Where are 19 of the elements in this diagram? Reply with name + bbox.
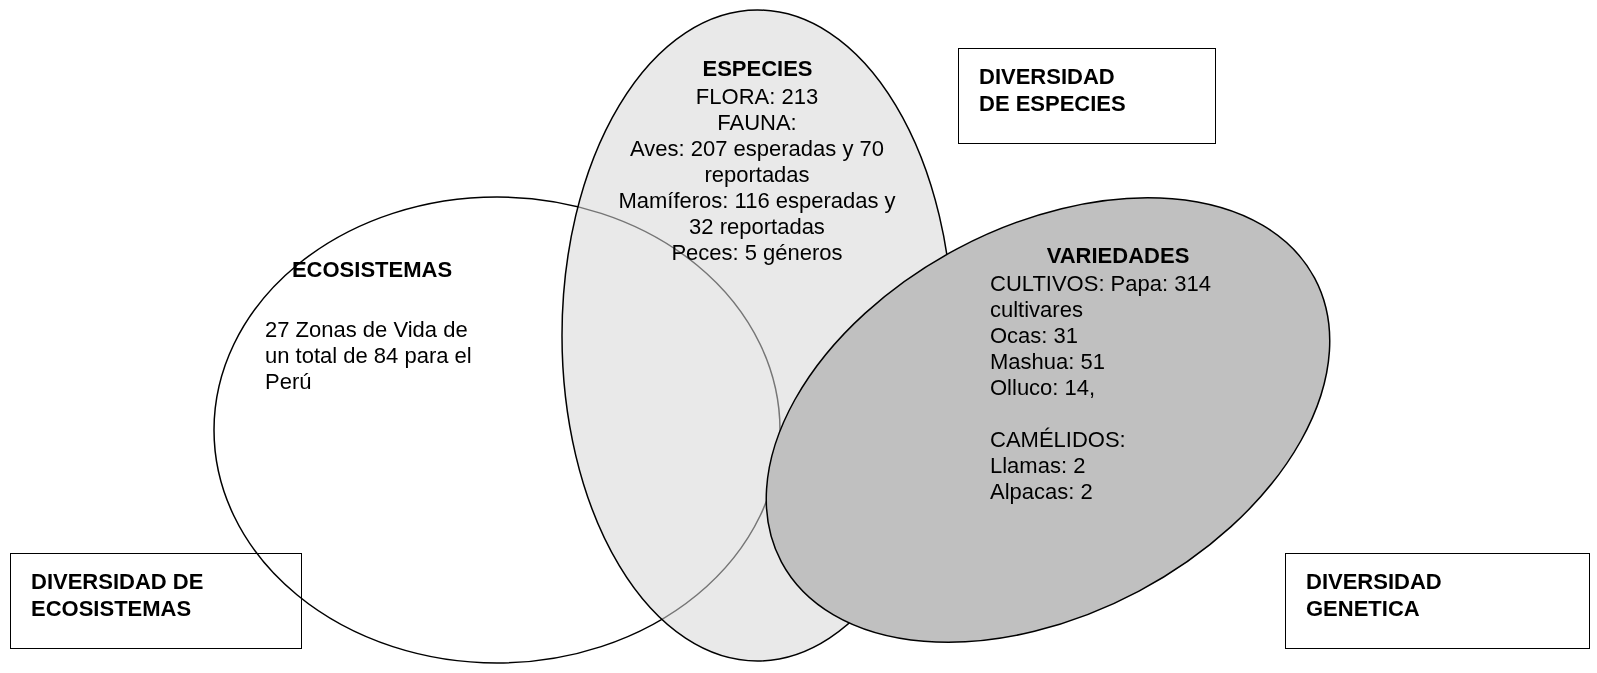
set-text: FAUNA: xyxy=(716,110,798,136)
set-heading: VARIEDADES xyxy=(1045,243,1191,269)
set-text: Mamíferos: 116 esperadas y 32 reportadas xyxy=(617,188,897,240)
set-text: 27 Zonas de Vida de un total de 84 para el Perú xyxy=(265,317,473,395)
set-heading: ESPECIES xyxy=(701,56,814,82)
set-heading: ECOSISTEMAS xyxy=(290,257,454,283)
category-label: DIVERSIDAD DE ESPECIES xyxy=(958,48,1216,144)
set-text: Ocas: 31 xyxy=(990,323,1080,349)
set-text: Llamas: 2 xyxy=(990,453,1087,479)
set-text: Peces: 5 géneros xyxy=(670,240,844,266)
set-text: Olluco: 14, xyxy=(990,375,1097,401)
set-text: CAMÉLIDOS: xyxy=(990,427,1127,453)
set-text: CULTIVOS: Papa: 314 cultivares xyxy=(990,271,1212,323)
set-text: Alpacas: 2 xyxy=(990,479,1094,505)
set-text: FLORA: 213 xyxy=(694,84,820,110)
category-label: DIVERSIDAD GENETICA xyxy=(1285,553,1590,649)
set-text: Aves: 207 esperadas y 70 reportadas xyxy=(629,136,885,188)
set-text: Mashua: 51 xyxy=(990,349,1106,375)
category-label: DIVERSIDAD DE ECOSISTEMAS xyxy=(10,553,302,649)
